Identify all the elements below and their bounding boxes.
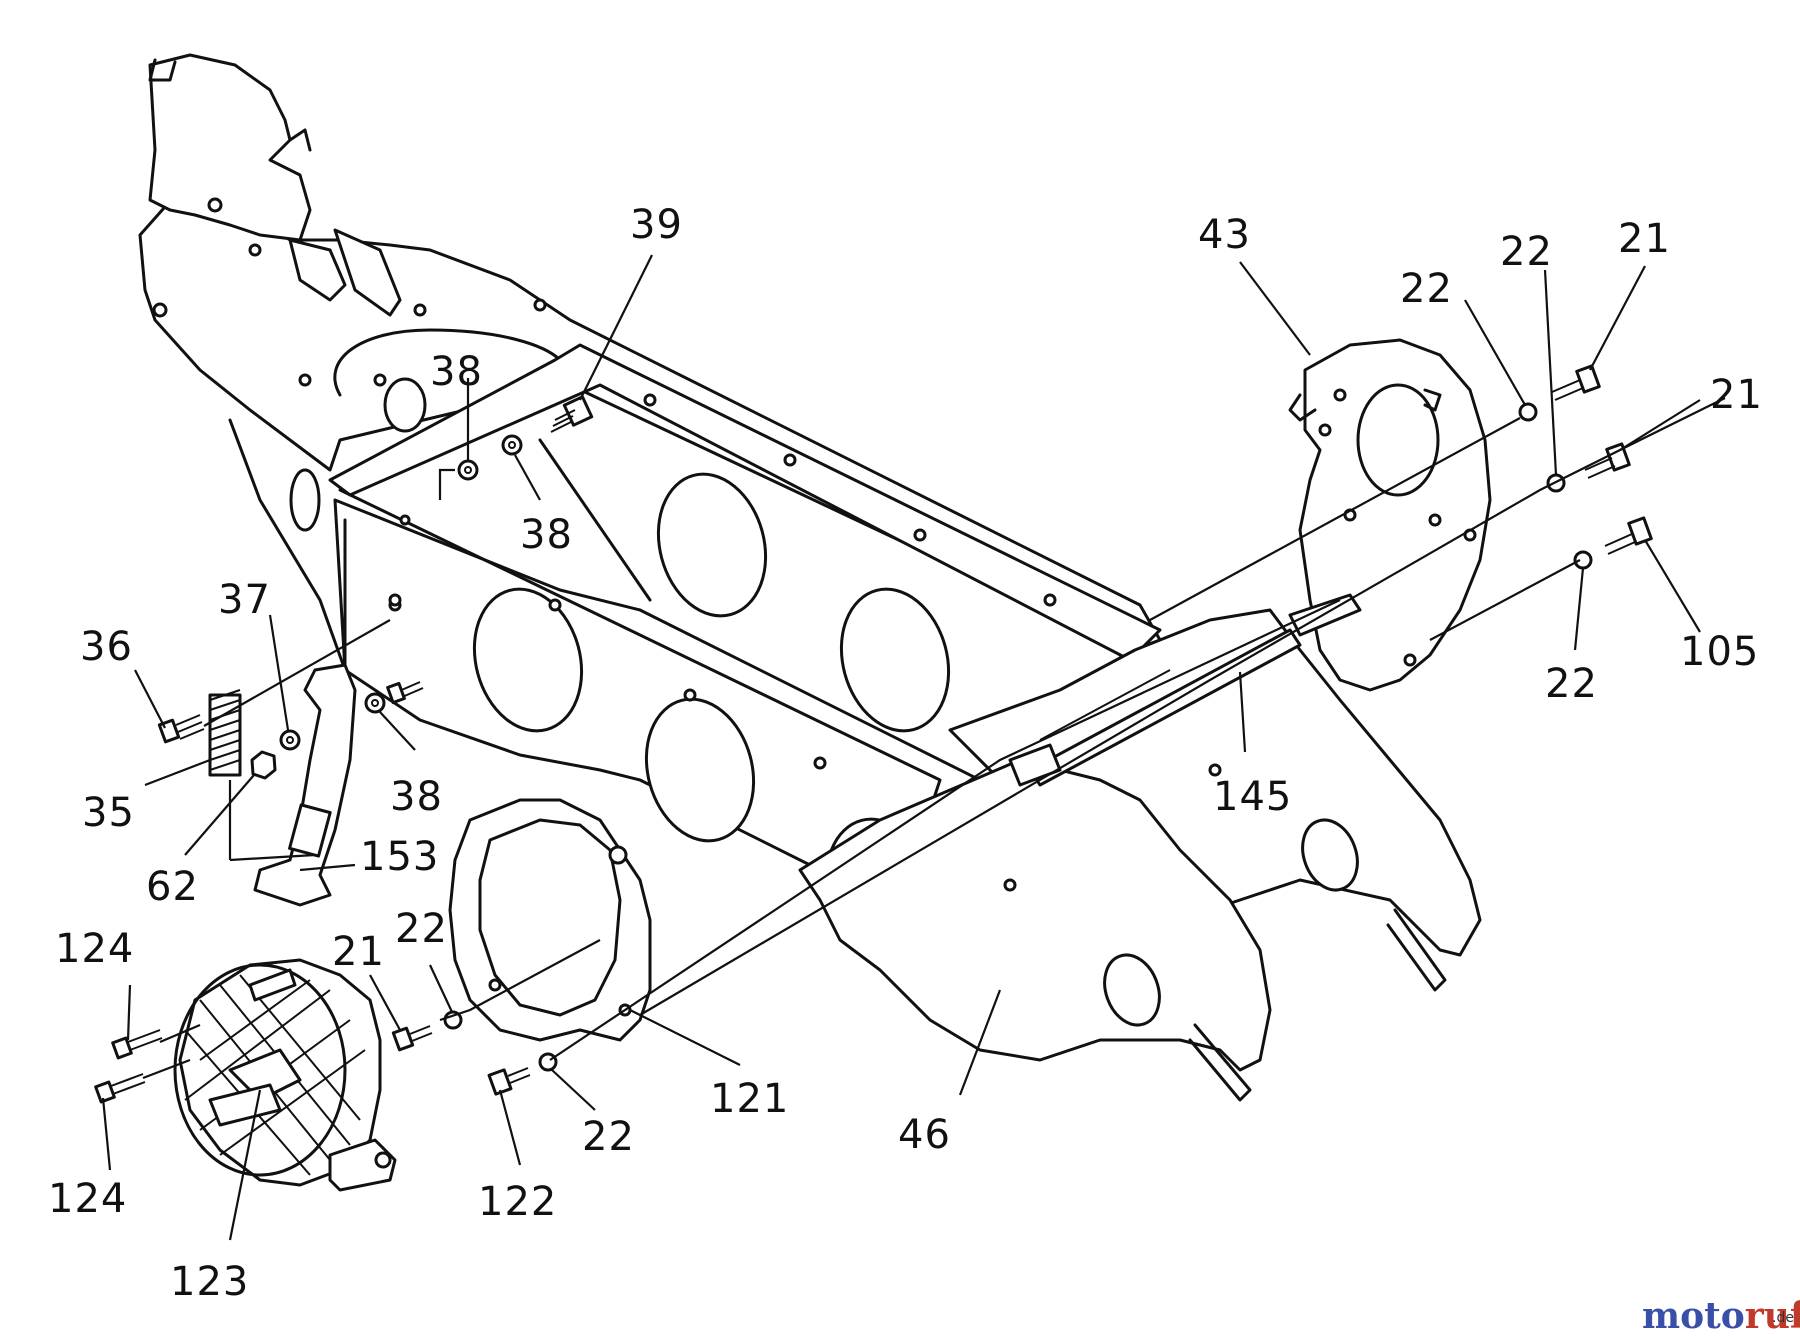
part-label-22d: 22: [395, 906, 448, 952]
bolt-21a: [1551, 364, 1601, 401]
bolt-21b: [1584, 442, 1631, 479]
part-label-121: 121: [710, 1076, 789, 1122]
part-label-21a: 21: [1618, 216, 1671, 262]
washer-38b: [501, 434, 523, 456]
part-label-123: 123: [170, 1259, 249, 1305]
washer-38a: [457, 459, 479, 481]
watermark-logo: motoruf .de: [1642, 1295, 1800, 1337]
part-label-21c: 21: [332, 929, 385, 975]
screw-124a: [111, 1029, 163, 1060]
nut-62: [250, 750, 277, 780]
part-label-153: 153: [360, 834, 439, 880]
washer-38c: [364, 692, 386, 714]
part-label-145: 145: [1213, 774, 1292, 820]
part-label-62: 62: [146, 864, 199, 910]
watermark-text: motoruf: [1642, 1295, 1800, 1337]
part-label-43: 43: [1198, 212, 1251, 258]
part-label-105: 105: [1680, 629, 1759, 675]
part-label-122: 122: [478, 1179, 557, 1225]
motor-cover-123: [173, 958, 397, 1192]
watermark-suffix: .de: [1772, 1310, 1794, 1326]
spring-35: [208, 689, 242, 777]
part-label-39: 39: [630, 202, 683, 248]
part-label-35: 35: [82, 790, 135, 836]
part-labels: 39 43 22 22 21 21 105 22 145 38 38 38 37…: [48, 202, 1763, 1305]
part-label-124a: 124: [55, 926, 134, 972]
part-label-124b: 124: [48, 1176, 127, 1222]
part-label-38c: 38: [390, 774, 443, 820]
bearing-plate-43: [1288, 338, 1492, 692]
bolt-36: [157, 714, 205, 744]
part-label-22e: 22: [582, 1114, 635, 1160]
part-label-36: 36: [80, 624, 133, 670]
screw-124b: [94, 1073, 146, 1104]
hardware: [94, 364, 1653, 1104]
part-label-21b: 21: [1710, 372, 1763, 418]
bolt-39: [550, 395, 594, 433]
part-label-37: 37: [218, 577, 271, 623]
part-label-38a: 38: [430, 349, 483, 395]
side-plate-46: [798, 608, 1482, 1102]
bolt-122: [487, 1067, 531, 1096]
part-label-46: 46: [898, 1112, 951, 1158]
assembly-lines: [142, 399, 1701, 1080]
part-label-38b: 38: [520, 512, 573, 558]
part-label-22a: 22: [1400, 266, 1453, 312]
svg-text:motoruf: motoruf: [1642, 1295, 1800, 1337]
part-label-22c: 22: [1545, 661, 1598, 707]
washer-37: [279, 729, 301, 751]
bracket-153: [253, 663, 357, 907]
washer-22c: [1573, 550, 1593, 570]
part-label-22b: 22: [1500, 229, 1553, 275]
bolt-105: [1604, 516, 1653, 555]
label-leaders: [101, 254, 1726, 1241]
bolt-21c: [391, 1025, 433, 1052]
washer-22a: [1518, 402, 1538, 422]
